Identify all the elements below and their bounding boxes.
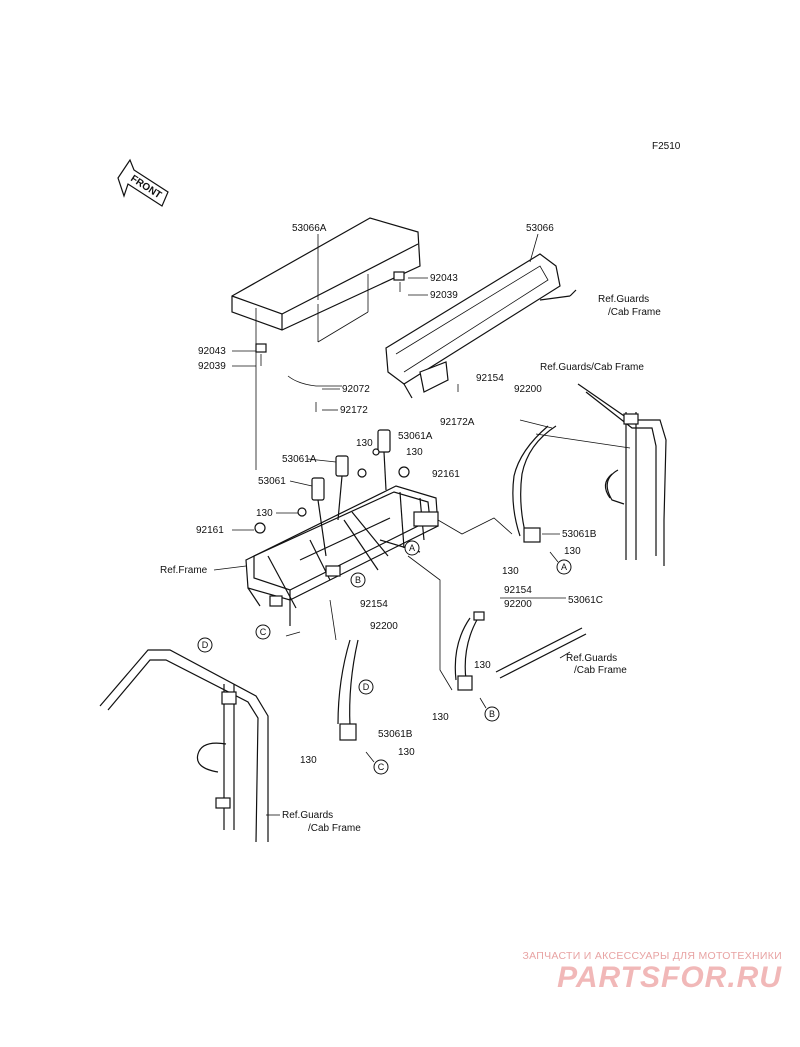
label-130-e: 130 <box>502 566 519 577</box>
label-130-h: 130 <box>398 747 415 758</box>
svg-text:B: B <box>489 709 495 719</box>
shoulder-belt-center <box>454 611 587 691</box>
callout-D-1: D <box>197 637 213 653</box>
svg-text:B: B <box>355 575 361 585</box>
label-130-c: 130 <box>256 508 273 519</box>
label-53061C: 53061C <box>568 595 603 606</box>
svg-text:C: C <box>378 762 385 772</box>
shoulder-belt-right <box>512 419 631 543</box>
label-130-g: 130 <box>432 712 449 723</box>
label-53061A-b: 53061A <box>282 454 317 465</box>
part-labels: 53066A 53066 92043 92039 Ref.Guards /Cab… <box>160 223 661 834</box>
svg-text:A: A <box>561 562 567 572</box>
label-ref-guards-2: Ref.Guards <box>566 653 617 664</box>
watermark: ЗАПЧАСТИ И АКСЕССУАРЫ ДЛЯ МОТОТЕХНИКИ PA… <box>482 950 782 994</box>
svg-text:D: D <box>363 682 370 692</box>
svg-text:A: A <box>409 543 415 553</box>
label-92200-c: 92200 <box>504 599 532 610</box>
label-53061A-a: 53061A <box>398 431 433 442</box>
label-92154: 92154 <box>476 373 504 384</box>
svg-text:C: C <box>260 627 267 637</box>
label-leaders <box>213 233 571 816</box>
label-ref-guards-1: Ref.Guards <box>598 294 649 305</box>
right-cab-frame <box>577 383 667 566</box>
label-92200-b: 92200 <box>370 621 398 632</box>
label-92043: 92043 <box>430 273 458 284</box>
label-92039-b: 92039 <box>198 361 226 372</box>
label-53061B-a: 53061B <box>562 529 597 540</box>
callout-A-1: A <box>404 540 420 556</box>
label-92161-a: 92161 <box>432 469 460 480</box>
label-53061B-b: 53061B <box>378 729 413 740</box>
label-ref-guards-3: Ref.Guards <box>282 810 333 821</box>
label-92154-c: 92154 <box>504 585 532 596</box>
label-ref-frame: Ref.Frame <box>160 565 208 576</box>
callout-A-2: A <box>549 551 572 575</box>
watermark-logo: PARTSFOR.RU <box>557 961 782 994</box>
seat-back <box>385 253 577 399</box>
left-cab-frame <box>99 649 269 843</box>
callout-B-2: B <box>479 697 500 722</box>
label-53066: 53066 <box>526 223 554 234</box>
shoulder-belt-left <box>329 599 359 741</box>
label-130-b: 130 <box>406 447 423 458</box>
front-arrow-icon: FRONT <box>117 158 169 207</box>
label-92172A: 92172A <box>440 417 475 428</box>
label-130-a: 130 <box>356 438 373 449</box>
label-92039: 92039 <box>430 290 458 301</box>
label-53061: 53061 <box>258 476 286 487</box>
seat-belt-buckles <box>254 429 410 557</box>
label-130-d: 130 <box>564 546 581 557</box>
label-cab-frame-1: /Cab Frame <box>608 307 661 318</box>
label-130-f: 130 <box>474 660 491 671</box>
svg-text:D: D <box>202 640 209 650</box>
label-53066A: 53066A <box>292 223 327 234</box>
callout-D-2: D <box>358 679 374 695</box>
callout-C-2: C <box>365 751 389 775</box>
label-92161-b: 92161 <box>196 525 224 536</box>
leader-lines <box>255 308 513 691</box>
callout-B-1: B <box>350 572 366 588</box>
watermark-tagline: ЗАПЧАСТИ И АКСЕССУАРЫ ДЛЯ МОТОТЕХНИКИ <box>522 950 782 962</box>
clips <box>255 271 459 412</box>
seat-frame <box>245 485 439 626</box>
label-92154-b: 92154 <box>360 599 388 610</box>
label-130-i: 130 <box>300 755 317 766</box>
label-cab-frame-3: /Cab Frame <box>308 823 361 834</box>
callout-C-1: C <box>255 624 271 640</box>
label-92172: 92172 <box>340 405 368 416</box>
label-cab-frame-2: /Cab Frame <box>574 665 627 676</box>
seat-cushion <box>231 217 421 343</box>
figure-id: F2510 <box>652 141 681 152</box>
label-92200: 92200 <box>514 384 542 395</box>
label-92043-b: 92043 <box>198 346 226 357</box>
label-92072: 92072 <box>342 384 370 395</box>
label-ref-guards-cab-frame: Ref.Guards/Cab Frame <box>540 362 644 373</box>
